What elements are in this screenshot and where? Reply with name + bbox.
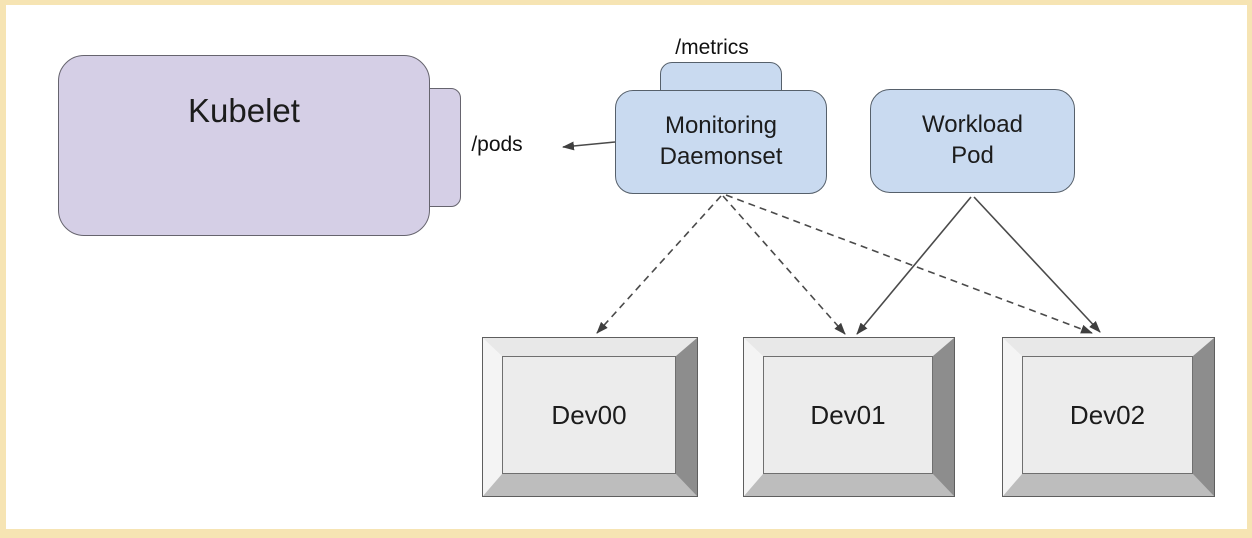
device-dev01: Dev01: [743, 337, 955, 497]
device-dev00: Dev00: [482, 337, 698, 497]
device-dev01-panel: Dev01: [763, 356, 933, 474]
monitoring-daemonset-label: Monitoring Daemonset: [659, 112, 783, 170]
edge-monitoring-to-dev00: [596, 195, 722, 334]
device-dev02-label: Dev02: [1069, 399, 1146, 430]
edge-workload-to-dev01: [856, 196, 972, 335]
edge-monitoring-to-dev01: [722, 195, 846, 335]
kubelet-node: Kubelet: [58, 55, 430, 236]
device-dev00-label: Dev00: [551, 399, 627, 430]
pods-endpoint-label: /pods: [471, 133, 523, 156]
kubelet-label: Kubelet: [188, 92, 300, 129]
edge-workload-to-dev02: [973, 196, 1101, 333]
device-dev00-panel: Dev00: [502, 356, 676, 474]
device-dev02-panel: Dev02: [1022, 356, 1193, 474]
edge-monitoring-to-dev02: [725, 194, 1093, 334]
metrics-endpoint-label: /metrics: [675, 36, 749, 59]
workload-pod-label: Workload Pod: [922, 111, 1023, 169]
monitoring-daemonset-node: Monitoring Daemonset: [615, 90, 827, 194]
device-dev02: Dev02: [1002, 337, 1215, 497]
device-dev01-label: Dev01: [810, 399, 886, 430]
workload-pod-node: Workload Pod: [870, 89, 1075, 193]
edge-monitoring-to-kubelet-pods: [562, 141, 616, 151]
